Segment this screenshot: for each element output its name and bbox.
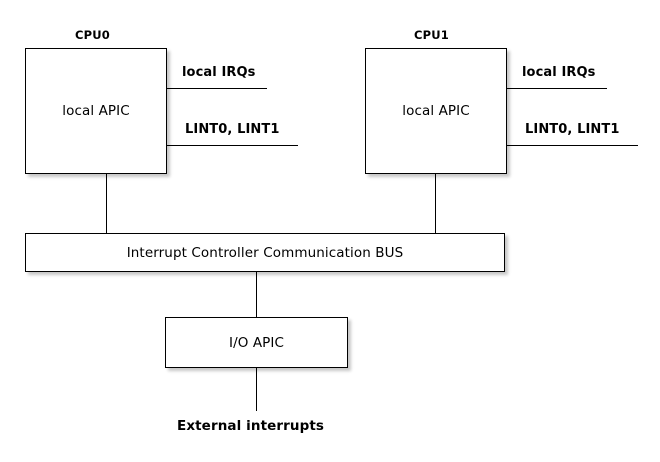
external-interrupts-label: External interrupts [177, 418, 325, 434]
io-apic-box: I/O APIC [165, 317, 348, 368]
cpu0-local-apic-box: local APIC [25, 48, 167, 174]
cpu0-lint-line [167, 145, 298, 146]
cpu0-local-irqs-label: local IRQs [182, 65, 256, 80]
cpu0-to-bus-connector [106, 174, 107, 233]
cpu0-lint-label: LINT0, LINT1 [185, 122, 280, 137]
cpu1-local-apic-box: local APIC [365, 48, 507, 174]
io-apic-label: I/O APIC [228, 334, 285, 351]
cpu1-lint-line [507, 145, 638, 146]
cpu1-local-apic-label: local APIC [402, 103, 470, 119]
cpu1-local-irqs-line [507, 88, 607, 89]
cpu0-local-irqs-line [167, 88, 267, 89]
io-apic-to-external-connector [256, 368, 257, 411]
interrupt-controller-bus-label: Interrupt Controller Communication BUS [126, 244, 404, 261]
cpu1-lint-label: LINT0, LINT1 [525, 122, 620, 137]
bus-to-io-apic-connector [256, 272, 257, 317]
cpu0-caption: CPU0 [75, 28, 111, 42]
cpu1-to-bus-connector [435, 174, 436, 233]
cpu1-caption: CPU1 [414, 28, 450, 42]
cpu0-local-apic-label: local APIC [62, 103, 130, 119]
interrupt-controller-bus-box: Interrupt Controller Communication BUS [25, 233, 505, 272]
cpu1-local-irqs-label: local IRQs [522, 65, 596, 80]
